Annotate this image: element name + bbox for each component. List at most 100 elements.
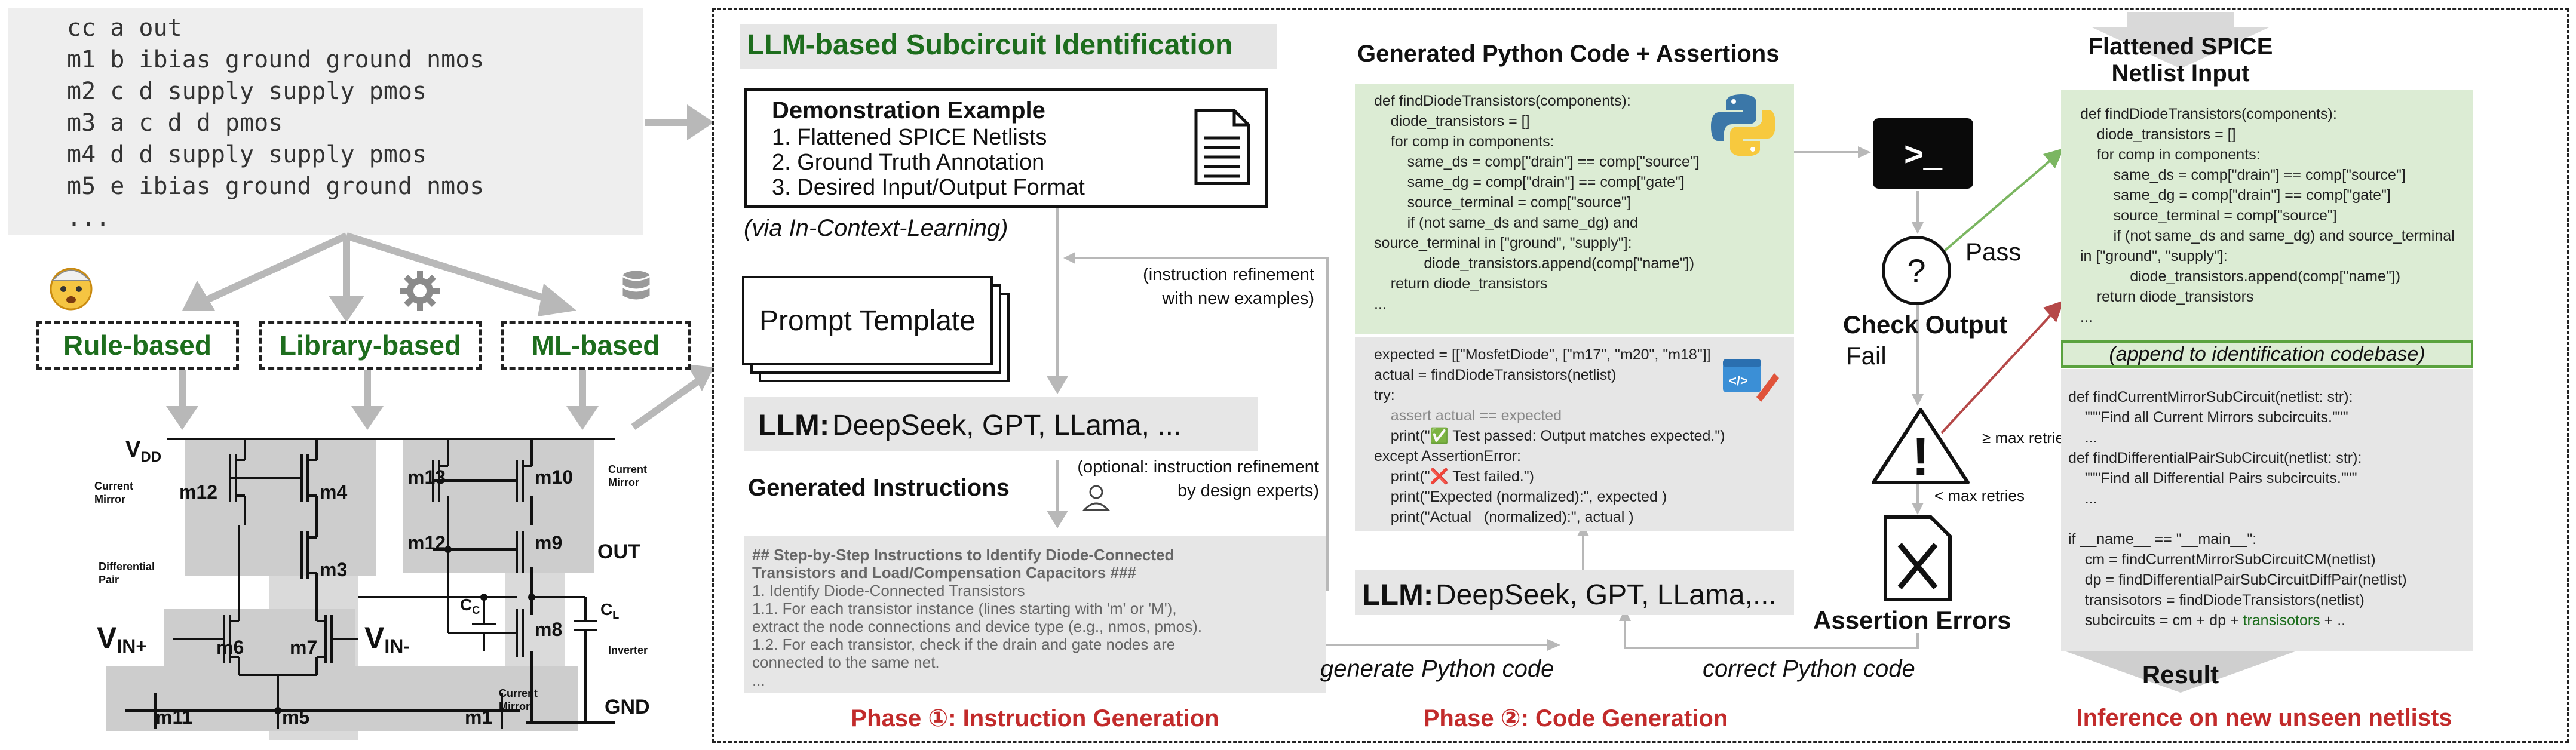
demo-item: 1. Flattened SPICE Netlists	[772, 125, 1047, 150]
lt-max-label: < max retries	[1934, 487, 2025, 505]
subcircuits-prefix: subcircuits = cm + dp +	[2068, 612, 2243, 629]
transistor-label-m3: m3	[320, 559, 347, 580]
library-code-box: def findCurrentMirrorSubCircuit(netlist:…	[2061, 369, 2473, 651]
expert-note-line: by design experts)	[1177, 481, 1319, 500]
library-based-box: Library-based	[259, 321, 482, 370]
python-logo-icon	[1711, 94, 1775, 156]
library-code-line: def findDifferentialPairSubCircuit(netli…	[2068, 450, 2362, 466]
llm2-models: DeepSeek, GPT, LLama,...	[1436, 579, 1777, 611]
llm2-box: LLM: DeepSeek, GPT, LLama,...	[1355, 570, 1794, 615]
rule-based-box: Rule-based	[36, 321, 239, 370]
demo-example-box: Demonstration Example 1. Flattened SPICE…	[744, 88, 1268, 208]
appended-code-line: return diode_transistors	[2080, 288, 2254, 305]
library-code-line: def findCurrentMirrorSubCircuit(netlist:…	[2068, 389, 2353, 405]
instr-line: extract the node connections and device …	[752, 617, 1202, 635]
vdd-sub: DD	[140, 449, 161, 465]
phase3-label: Inference on new unseen netlists	[2076, 705, 2452, 731]
appended-code-line: diode_transistors = []	[2080, 126, 2236, 143]
code-line: ...	[1374, 296, 1387, 312]
appended-code-line: ...	[2080, 309, 2093, 325]
transistor-label-m12: m12	[179, 481, 217, 503]
assert-line: except AssertionError:	[1374, 448, 1521, 465]
instr-line: ...	[752, 671, 765, 689]
icl-note: (via In-Context-Learning)	[744, 215, 1008, 241]
error-document-icon	[1884, 515, 1952, 601]
appended-code-line: source_terminal = comp["source"]	[2080, 207, 2337, 224]
correct-python-label: correct Python code	[1703, 656, 1915, 682]
database-icon	[621, 269, 652, 302]
vin-minus-label: V	[364, 621, 385, 654]
annotation-differential: Differential	[99, 561, 155, 573]
netlist-line: m5 e ibias ground ground nmos	[67, 173, 484, 200]
appended-code-line: in ["ground", "supply"]:	[2080, 248, 2228, 265]
expert-user-icon	[1082, 485, 1111, 511]
netlist-line: ...	[67, 204, 111, 232]
cc-label: C	[460, 595, 472, 614]
assert-line: print("❌ Test failed.")	[1374, 468, 1534, 485]
refine-note: (instruction refinement with new example…	[1123, 263, 1314, 311]
svg-text:VIN-: VIN-	[364, 621, 410, 657]
python-code-box: def findDiodeTransistors(components): di…	[1355, 84, 1794, 334]
transistor-label-m6: m6	[216, 637, 244, 658]
inverter-block	[505, 439, 565, 666]
appended-code-box: def findDiodeTransistors(components): di…	[2061, 90, 2473, 340]
appended-code-line: for comp in components:	[2080, 146, 2261, 163]
code-line: same_dg = comp["drain"] == comp["gate"]	[1374, 174, 1685, 190]
code-line: def findDiodeTransistors(components):	[1374, 93, 1631, 109]
fail-label: Fail	[1846, 342, 1887, 370]
library-code-line: cm = findCurrentMirrorSubCircuitCM(netli…	[2068, 551, 2376, 568]
code-edit-icon: </>	[1723, 359, 1779, 402]
transistor-label-m13: m13	[407, 466, 446, 488]
code-line: diode_transistors = []	[1374, 113, 1530, 130]
annotation-current: Current	[94, 480, 133, 492]
assert-line: actual = findDiodeTransistors(netlist)	[1374, 367, 1617, 383]
code-line: if (not same_ds and same_dg) and	[1374, 214, 1638, 231]
code-line: source_terminal = comp["source"]	[1374, 194, 1631, 211]
question-icon: ?	[1882, 236, 1951, 305]
phase1-label: Phase ①: Instruction Generation	[851, 705, 1219, 731]
result-label: Result	[2142, 660, 2219, 688]
instr-line: 1.2. For each transistor, check if the d…	[752, 635, 1176, 653]
code-line: diode_transistors.append(comp["name"])	[1374, 255, 1695, 272]
refine-note-line: with new examples)	[1162, 289, 1314, 308]
code-line: return diode_transistors	[1374, 275, 1548, 292]
vin-plus-label: V	[97, 621, 117, 654]
code-line: for comp in components:	[1374, 133, 1554, 150]
netlist-line: cc a out	[67, 14, 182, 42]
emoji-face-icon	[50, 268, 93, 311]
library-code-line: """Find all Differential Pairs subcircui…	[2068, 470, 2357, 487]
library-code-line: ...	[2068, 490, 2097, 507]
out-label: OUT	[597, 540, 640, 563]
annotation-inverter: Inverter	[608, 644, 648, 656]
svg-text:</>: </>	[1729, 373, 1748, 388]
llm2-label: LLM:	[1362, 578, 1434, 611]
assertion-errors-label: Assertion Errors	[1813, 606, 2011, 634]
annotation-mirror: Mirror	[499, 700, 530, 712]
phase2-label: Phase ②: Code Generation	[1423, 705, 1728, 731]
document-icon	[1194, 109, 1250, 185]
expert-note-line: (optional: instruction refinement	[1077, 457, 1319, 477]
code-line: source_terminal in ["ground", "supply"]:	[1374, 235, 1632, 251]
cc-sub: C	[472, 604, 480, 616]
demo-item: 2. Ground Truth Annotation	[772, 150, 1045, 175]
annotation-current: Current	[499, 687, 538, 699]
svg-text:VIN+: VIN+	[97, 621, 147, 657]
circuit-schematic: VDD GND OUT VIN+ VIN- CC CL m12 m4 m3 m6…	[94, 437, 650, 740]
generated-instructions-title: Generated Instructions	[748, 475, 1010, 501]
svg-text:VDD: VDD	[125, 437, 161, 465]
assert-line: print("Expected (normalized):", expected…	[1374, 488, 1667, 505]
vdd-label: V	[125, 437, 141, 462]
appended-code-line: diode_transistors.append(comp["name"])	[2080, 268, 2401, 285]
warning-mark: !	[1912, 427, 1930, 487]
appended-code-line: same_ds = comp["drain"] == comp["source"…	[2080, 167, 2406, 183]
ge-max-label: ≥ max retries	[1982, 429, 2072, 447]
library-code-line: ...	[2068, 429, 2097, 446]
instr-line: 1.1. For each transistor instance (lines…	[752, 600, 1177, 617]
instr-line: connected to the same net.	[752, 653, 940, 671]
annotation-current: Current	[608, 463, 647, 475]
appended-code-line: same_dg = comp["drain"] == comp["gate"]	[2080, 187, 2391, 204]
transistor-label-m5: m5	[282, 706, 309, 728]
transistor-label-m7: m7	[290, 637, 317, 658]
assert-line: try:	[1374, 387, 1395, 404]
